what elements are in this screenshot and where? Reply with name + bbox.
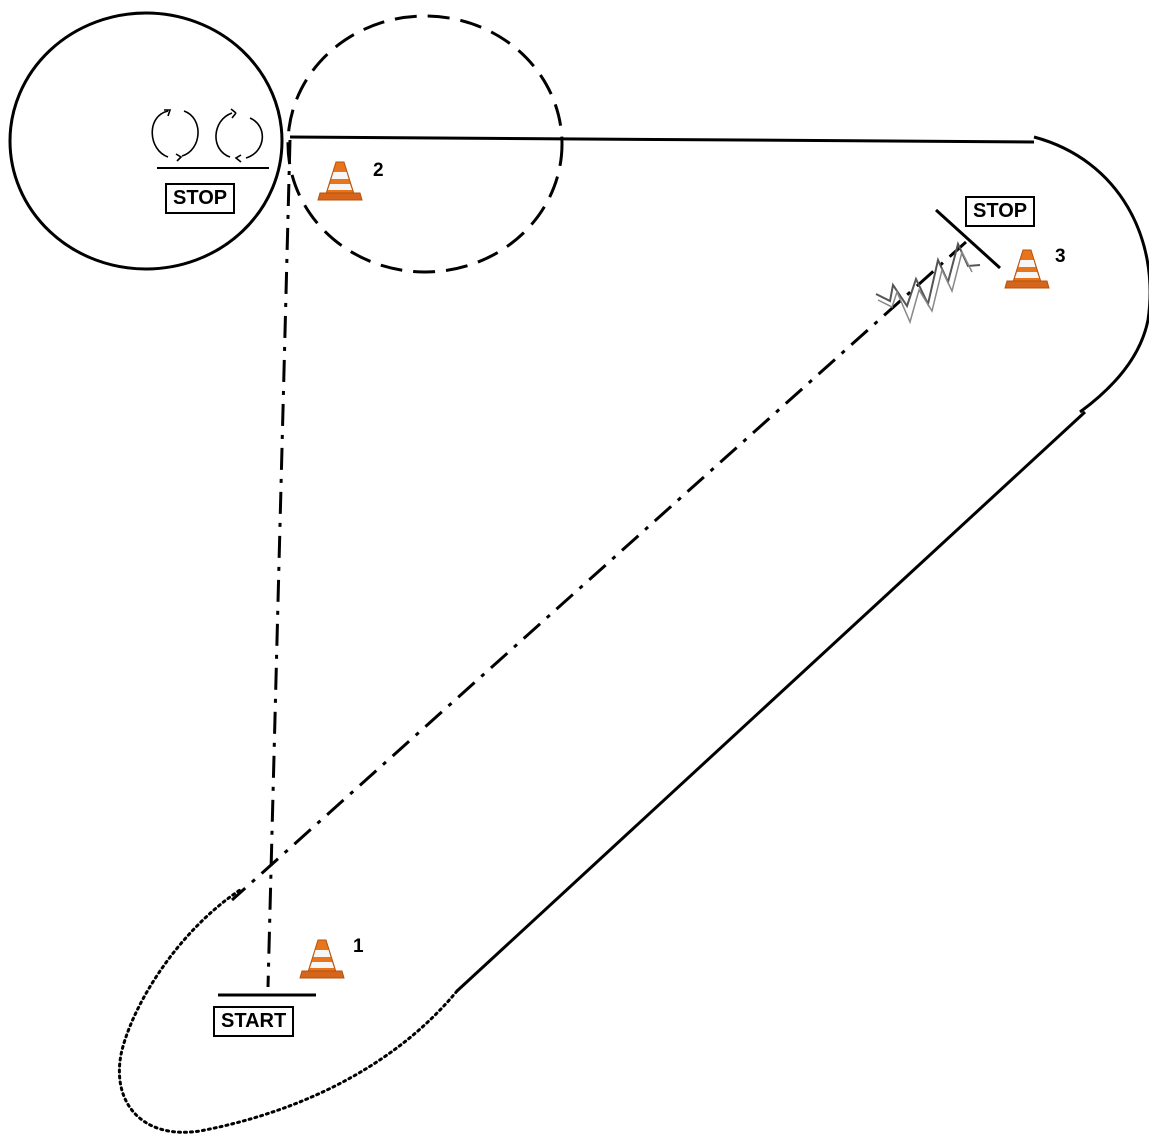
traffic-cone-icon-2 xyxy=(317,161,363,201)
cone-number-3: 3 xyxy=(1055,246,1066,267)
cone-number-2: 2 xyxy=(373,160,384,181)
top-straight-path xyxy=(289,135,1035,144)
dash-dot-diagonal-path xyxy=(230,240,968,902)
stop-label-right: STOP xyxy=(965,196,1036,227)
cone-number-1: 1 xyxy=(353,936,364,957)
rotate-ccw-icon xyxy=(151,109,199,162)
traffic-cone-icon-1 xyxy=(299,939,345,979)
rotate-cw-icon xyxy=(215,108,264,163)
diagonal-straight-path xyxy=(455,410,1087,993)
stop-label-left: STOP xyxy=(165,183,236,214)
start-label: START xyxy=(213,1006,295,1037)
zigzag-icon xyxy=(875,241,981,325)
right-curve-path xyxy=(1033,135,1149,414)
traffic-cone-icon-3 xyxy=(1004,249,1050,289)
dotted-loop-path xyxy=(117,888,459,1134)
dash-dot-vertical-path xyxy=(266,139,292,988)
turning-circle xyxy=(8,11,284,271)
stop-line-right xyxy=(934,208,1002,270)
dashed-circle xyxy=(286,14,564,274)
